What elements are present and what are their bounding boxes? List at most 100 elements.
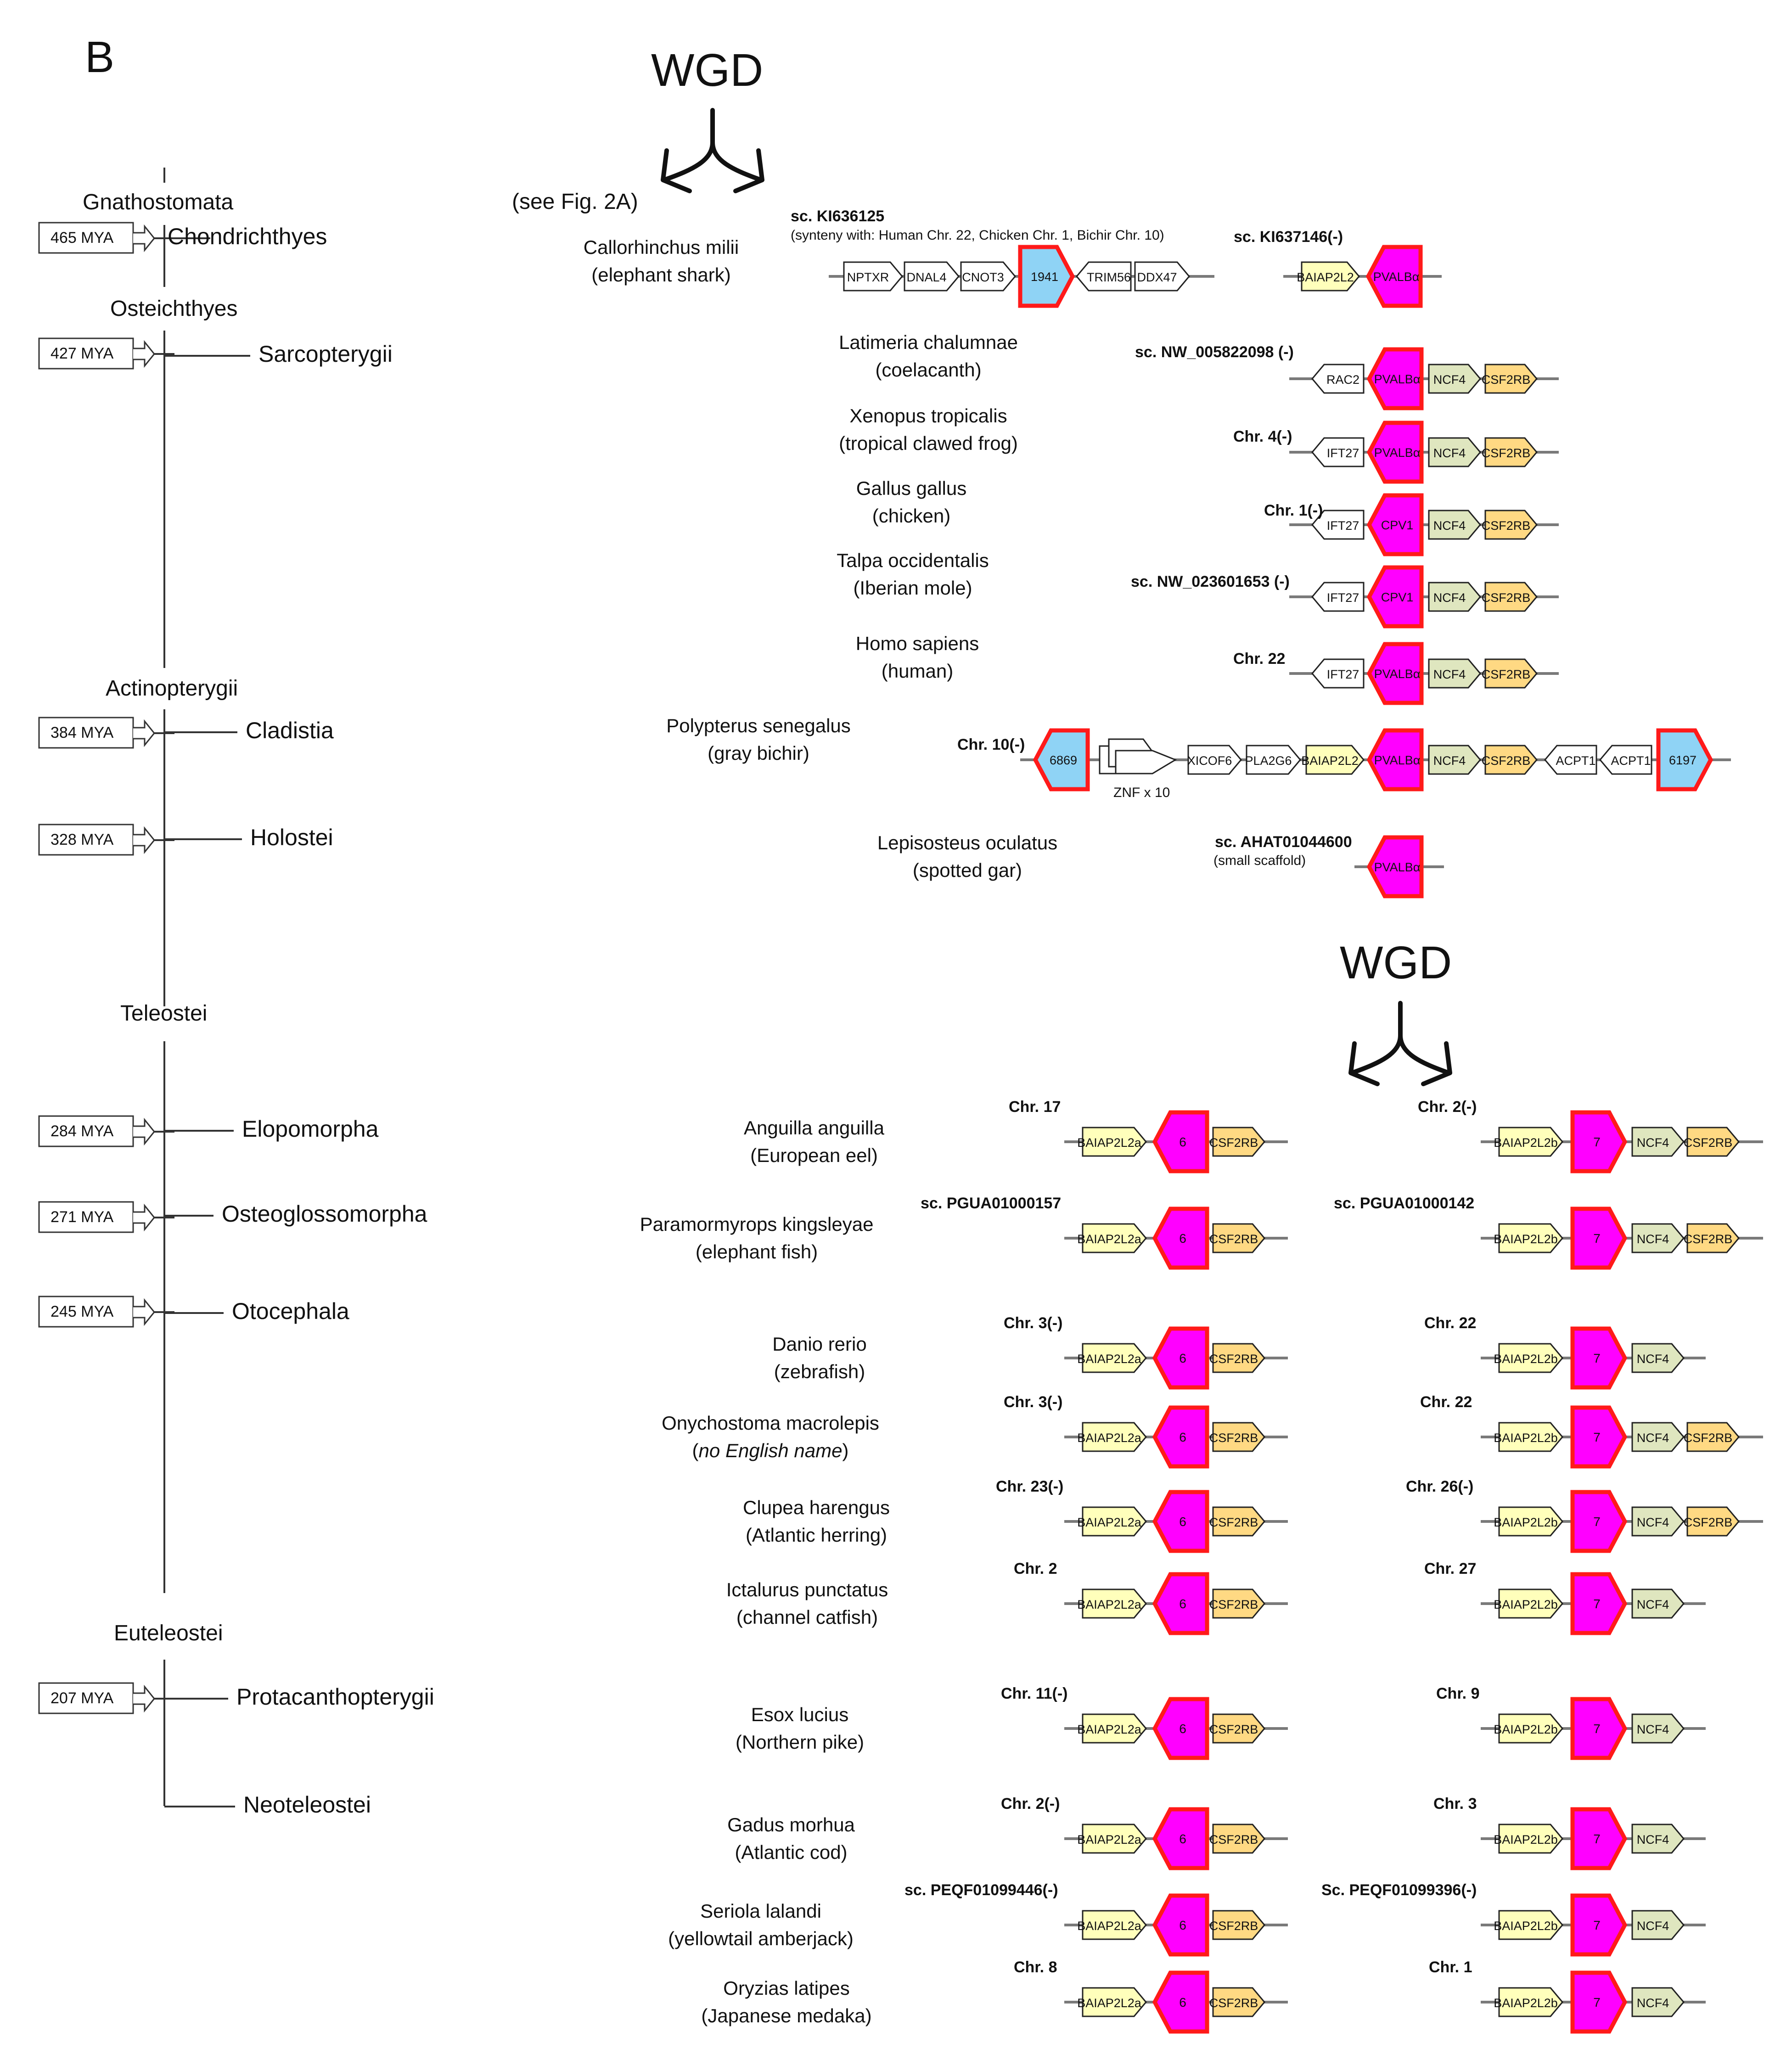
gene-csf2rb: CSF2RB (1482, 510, 1538, 540)
species-name: Homo sapiens (855, 633, 979, 654)
species-common-name: (Atlantic herring) (745, 1524, 888, 1546)
node-label-osteichthyes: Osteichthyes (110, 297, 238, 321)
gene-6869: 6869 (1033, 728, 1090, 791)
gene-csf2rb-label: CSF2RB (1209, 1833, 1258, 1846)
gene-ncf4-shape (1631, 1223, 1685, 1253)
gene-baiap2l2a-shape (1082, 1422, 1147, 1452)
species-label: Oryzias latipes(Japanese medaka) (701, 1975, 871, 2030)
gene-ncf4-shape (1631, 1422, 1685, 1452)
gene-pvalba-shape (1366, 421, 1424, 484)
gene-pvalb-6-shape (1152, 1697, 1209, 1760)
locus-label-a: Chr. 11(-) (1001, 1685, 1068, 1702)
wgd-fork-teleost (1348, 1001, 1452, 1086)
gene-pvalba: PVALBα (1366, 642, 1424, 705)
gene-ncf4-label: NCF4 (1637, 1431, 1669, 1445)
gene-csf2rb-shape (1686, 1223, 1740, 1253)
gene-csf2rb-shape (1212, 1127, 1265, 1157)
gene-pvalba: PVALBα (1366, 835, 1424, 898)
species-common-name: (tropical clawed frog) (839, 432, 1018, 454)
gene-pvalb-6-shape (1152, 1893, 1209, 1957)
gene-baiap2l2a-shape (1082, 1824, 1147, 1854)
locus-label: sc. KI637146(-) (1234, 228, 1343, 246)
gene-baiap2l2b: BAIAP2L2b (1494, 1588, 1563, 1619)
gene-csf2rb: CSF2RB (1482, 745, 1538, 775)
gene-csf2rb: CSF2RB (1482, 582, 1538, 612)
locus-label: Chr. 10(-) (957, 736, 1025, 753)
gene-ncf4-label: NCF4 (1433, 591, 1466, 605)
gene-pvalb-7-label: 7 (1593, 1832, 1601, 1846)
gene-baiap2l2a-shape (1082, 1223, 1147, 1253)
gene-cpv1-shape (1366, 493, 1424, 556)
gene-pla2g6-label: PLA2G6 (1245, 754, 1292, 768)
locus-label-a: Chr. 3(-) (1004, 1393, 1063, 1411)
gene-pvalba-shape (1366, 642, 1424, 705)
gene-csf2rb: CSF2RB (1209, 1910, 1265, 1940)
gene-ncf4-shape (1631, 1713, 1685, 1744)
gene-nptxr-shape (843, 261, 903, 292)
locus-label-a: Chr. 2 (1014, 1560, 1057, 1577)
gene-baiap2l2a-shape (1082, 1127, 1147, 1157)
species-common-name: (zebrafish) (774, 1361, 865, 1382)
gene-pvalb-6-label: 6 (1179, 1135, 1186, 1149)
gene-baiap2l2a-shape (1082, 1588, 1147, 1619)
gene-pvalba-label: PVALBα (1373, 270, 1420, 284)
gene-dnal4-label: DNAL4 (906, 270, 946, 284)
gene-pvalb-7-shape (1570, 1110, 1628, 1173)
locus-label-a: Chr. 17 (1009, 1098, 1061, 1116)
gene-pvalb-7-shape (1570, 1893, 1628, 1957)
node-label-teleostei: Teleostei (120, 1001, 208, 1026)
species-common-name: (Japanese medaka) (701, 2005, 872, 2026)
species-common-name: (chicken) (872, 505, 951, 527)
species-label: Homo sapiens(human) (856, 630, 979, 685)
gene-pvalb-7: 7 (1570, 1807, 1628, 1870)
species-label: Seriola lalandi(yellowtail amberjack) (668, 1897, 854, 1953)
gene-ncf4-label: NCF4 (1637, 1232, 1669, 1246)
species-name: Lepisosteus oculatus (877, 832, 1058, 853)
species-name: Latimeria chalumnae (839, 331, 1018, 353)
gene-pla2g6: PLA2G6 (1245, 745, 1301, 775)
gene-pvalba-shape (1366, 835, 1424, 898)
gene-csf2rb-label: CSF2RB (1684, 1232, 1733, 1246)
divergence-time-2: 384 MYA (51, 724, 114, 741)
gene-cnot3-shape (960, 261, 1016, 292)
divergence-time-6: 245 MYA (51, 1303, 114, 1320)
species-label: Esox lucius(Northern pike) (736, 1701, 864, 1756)
gene-ncf4-label: NCF4 (1433, 519, 1466, 533)
gene-csf2rb: CSF2RB (1684, 1223, 1740, 1253)
species-label: Danio rerio(zebrafish) (772, 1330, 866, 1386)
locus-label: sc. NW_005822098 (-) (1135, 343, 1294, 361)
gene-baiap2l2a-shape (1082, 1987, 1147, 2017)
species-common-name: (Northern pike) (735, 1731, 865, 1753)
gene-baiap2l2a-label: BAIAP2L2a (1077, 1996, 1142, 2010)
gene-baiap2l2a: BAIAP2L2a (1077, 1422, 1147, 1452)
gene-ddx47-label: DDX47 (1137, 270, 1177, 284)
scaffold-note: (small scaffold) (1213, 853, 1306, 868)
gene-ddx47: DDX47 (1134, 261, 1190, 292)
divergence-time-box-5 (38, 1201, 134, 1233)
gene-pvalb-7-label: 7 (1593, 1722, 1601, 1736)
locus-label-a: Chr. 2(-) (1001, 1795, 1060, 1813)
divergence-time-3: 328 MYA (51, 831, 114, 848)
gene-pvalb-7-shape (1570, 1207, 1628, 1270)
gene-ncf4-label: NCF4 (1433, 668, 1466, 681)
gene-baiap2l2a-shape (1082, 1713, 1147, 1744)
gene-pvalb-7-label: 7 (1593, 1430, 1601, 1444)
gene-ncf4-shape (1428, 364, 1481, 394)
gene-csf2rb: CSF2RB (1482, 437, 1538, 467)
gene-pvalb-7-shape (1570, 1970, 1628, 2034)
divergence-time-0: 465 MYA (51, 229, 114, 247)
gene-csf2rb-label: CSF2RB (1684, 1136, 1733, 1150)
gene-ncf4-shape (1428, 437, 1481, 467)
gene-pvalb-6-label: 6 (1179, 1995, 1186, 2009)
gene-pvalb-6-shape (1152, 1807, 1209, 1870)
divergence-time-box-3 (38, 824, 134, 856)
gene-pvalba-label: PVALBα (1374, 446, 1421, 460)
paren-close: ) (842, 1440, 849, 1461)
gene-znf-cluster (1099, 738, 1177, 774)
divergence-time-box-4 (38, 1115, 134, 1147)
species-name: Callorhinchus milii (583, 236, 739, 258)
species-name: Clupea harengus (743, 1497, 890, 1518)
gene-6869-label: 6869 (1050, 753, 1077, 767)
gene-csf2rb-shape (1686, 1127, 1740, 1157)
gene-baiap2l2a: BAIAP2L2a (1077, 1588, 1147, 1619)
